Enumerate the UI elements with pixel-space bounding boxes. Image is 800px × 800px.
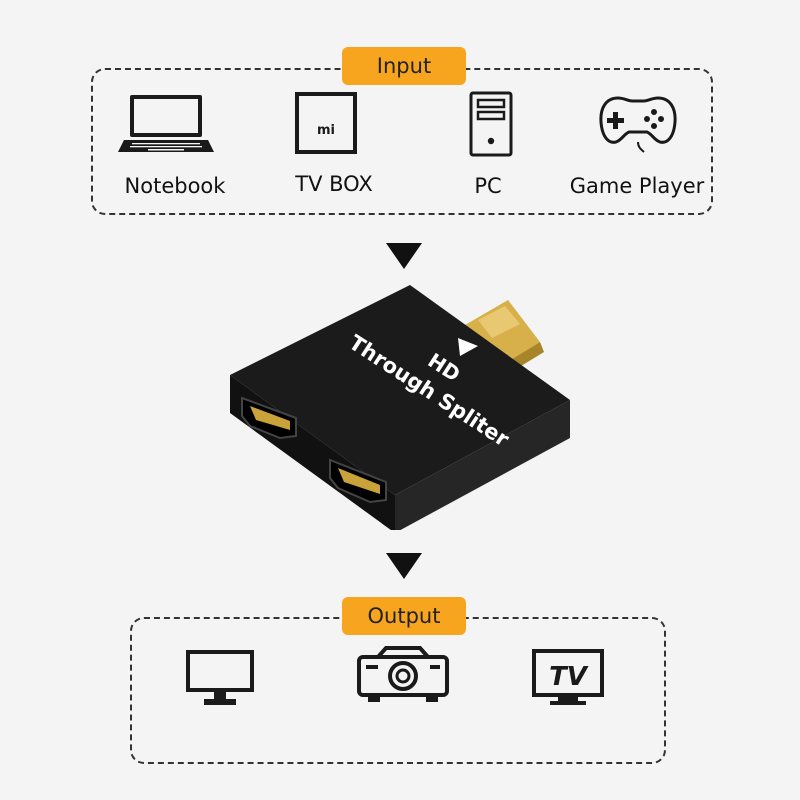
hdmi-port-right (329, 458, 387, 504)
tv-icon: TV (532, 649, 604, 705)
tv-box-icon: mi (295, 92, 357, 154)
tv-text: TV (549, 662, 589, 692)
laptop-icon (118, 95, 214, 152)
hdmi-splitter-device: HD Through Spliter (230, 285, 570, 530)
projector-icon (357, 646, 449, 702)
arrow-down-icon (386, 243, 422, 269)
game-player-label: Game Player (569, 174, 705, 198)
play-triangle-icon (458, 338, 478, 356)
monitor-icon (186, 650, 254, 705)
pc-tower-icon (469, 91, 513, 157)
hdmi-port-left (241, 396, 297, 440)
gamepad-icon (599, 96, 677, 153)
notebook-label: Notebook (124, 174, 226, 198)
tv-box-label: TV BOX (295, 172, 373, 196)
output-badge: Output (342, 597, 466, 635)
pc-label: PC (474, 174, 502, 198)
input-badge: Input (342, 47, 466, 85)
arrow-down-icon (386, 553, 422, 579)
mi-logo: mi (317, 123, 335, 138)
